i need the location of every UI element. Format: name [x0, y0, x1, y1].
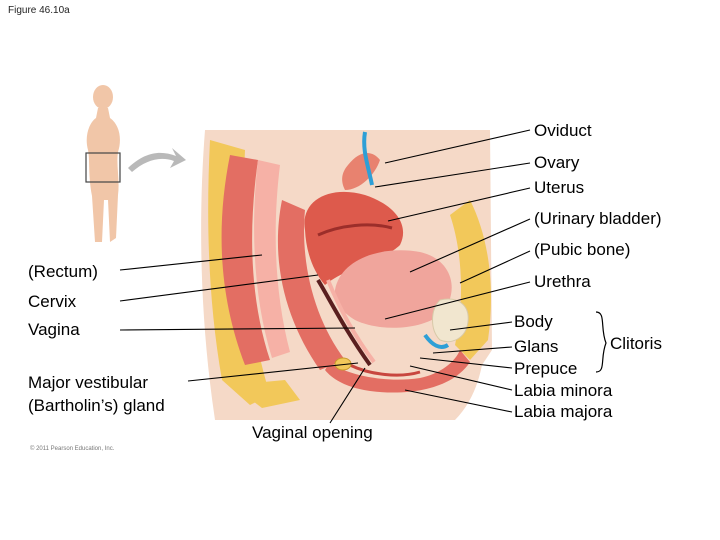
body-silhouette [86, 85, 120, 242]
leader-urethra [384, 281, 531, 320]
label-labia-majora: Labia majora [514, 402, 613, 421]
leader-pubic-bone [459, 250, 531, 284]
label-glans: Glans [514, 337, 559, 356]
leader-vagina [119, 327, 356, 331]
label-labia-minora: Labia minora [514, 381, 613, 400]
label-cervix: Cervix [28, 292, 77, 311]
label-major-vestibular-line1: Major vestibular [28, 373, 148, 392]
leader-uterus [387, 187, 531, 222]
leader-rectum [119, 254, 263, 271]
leader-oviduct [384, 129, 531, 164]
leader-cervix [119, 274, 319, 302]
label-oviduct: Oviduct [534, 121, 592, 140]
figure-label: Figure 46.10a [8, 5, 70, 16]
leader-lines [119, 129, 531, 424]
leader-vaginal-opening [329, 367, 366, 424]
clitoris-bracket [595, 311, 607, 373]
label-urethra: Urethra [534, 272, 591, 291]
leader-labia-majora [404, 389, 513, 413]
leader-body [449, 321, 513, 331]
label-pubic-bone: (Pubic bone) [534, 240, 631, 259]
label-vaginal-opening: Vaginal opening [252, 423, 373, 442]
label-major-vestibular-line2: (Bartholin’s) gland [28, 396, 165, 415]
label-rectum: (Rectum) [28, 262, 98, 281]
copyright-credit: © 2011 Pearson Education, Inc. [30, 446, 115, 452]
label-urinary-bladder: (Urinary bladder) [534, 209, 662, 228]
leader-labia-minora [409, 365, 513, 391]
pelvis-section [201, 130, 492, 420]
label-clitoris: Clitoris [610, 334, 662, 353]
leader-glans [432, 346, 513, 354]
label-uterus: Uterus [534, 178, 585, 197]
arrow-icon [128, 148, 186, 172]
label-prepuce: Prepuce [514, 359, 578, 378]
leader-ovary [374, 162, 531, 188]
label-vagina: Vagina [28, 320, 80, 339]
leader-prepuce [419, 357, 513, 369]
leader-major-vestibular-gland [187, 362, 359, 382]
region-indicator-box [85, 152, 121, 183]
label-ovary: Ovary [534, 153, 580, 172]
label-body: Body [514, 312, 553, 331]
leader-urinary-bladder [409, 218, 531, 273]
